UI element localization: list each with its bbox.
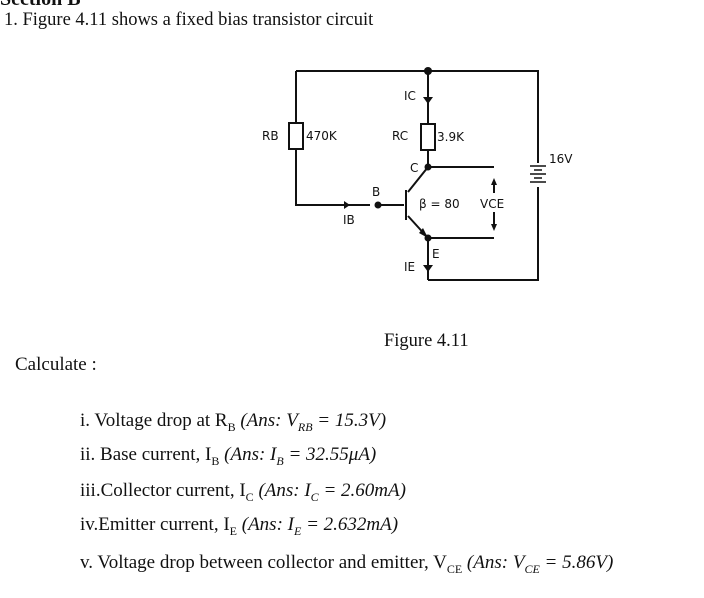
rc-label: RC <box>392 129 408 143</box>
item-4: iv.Emitter current, IE (Ans: IE = 2.632m… <box>80 514 399 538</box>
beta-label: β = 80 <box>419 197 460 211</box>
e-label: E <box>432 247 440 261</box>
rb-label: RB <box>262 129 279 143</box>
ib-label: IB <box>343 213 355 227</box>
c-label: C <box>410 161 418 175</box>
ie-label: IE <box>404 260 415 274</box>
calculate-label: Calculate : <box>15 354 97 375</box>
rb-resistor <box>288 122 304 150</box>
supply-label: 16V <box>549 152 573 166</box>
item-3: iii.Collector current, IC (Ans: IC = 2.6… <box>80 480 406 504</box>
rc-value: 3.9K <box>437 130 465 144</box>
section-header: Section B <box>0 0 81 11</box>
ic-label: IC <box>404 89 416 103</box>
vce-label: VCE <box>480 197 504 211</box>
item-1: i. Voltage drop at RB (Ans: VRB = 15.3V) <box>80 410 387 434</box>
figure-caption: Figure 4.11 <box>384 331 469 351</box>
b-label: B <box>372 185 380 199</box>
item-5: v. Voltage drop between collector and em… <box>80 552 614 576</box>
item-2: ii. Base current, IB (Ans: IB = 32.55μA) <box>80 444 377 468</box>
question-text: 1. Figure 4.11 shows a fixed bias transi… <box>4 10 374 30</box>
circuit-diagram: IC RB 470K RC 3.9K C B IB β = 80 VCE E I… <box>262 67 573 281</box>
battery-icon <box>530 163 546 187</box>
rb-value: 470K <box>306 129 338 143</box>
rc-resistor <box>420 123 436 151</box>
